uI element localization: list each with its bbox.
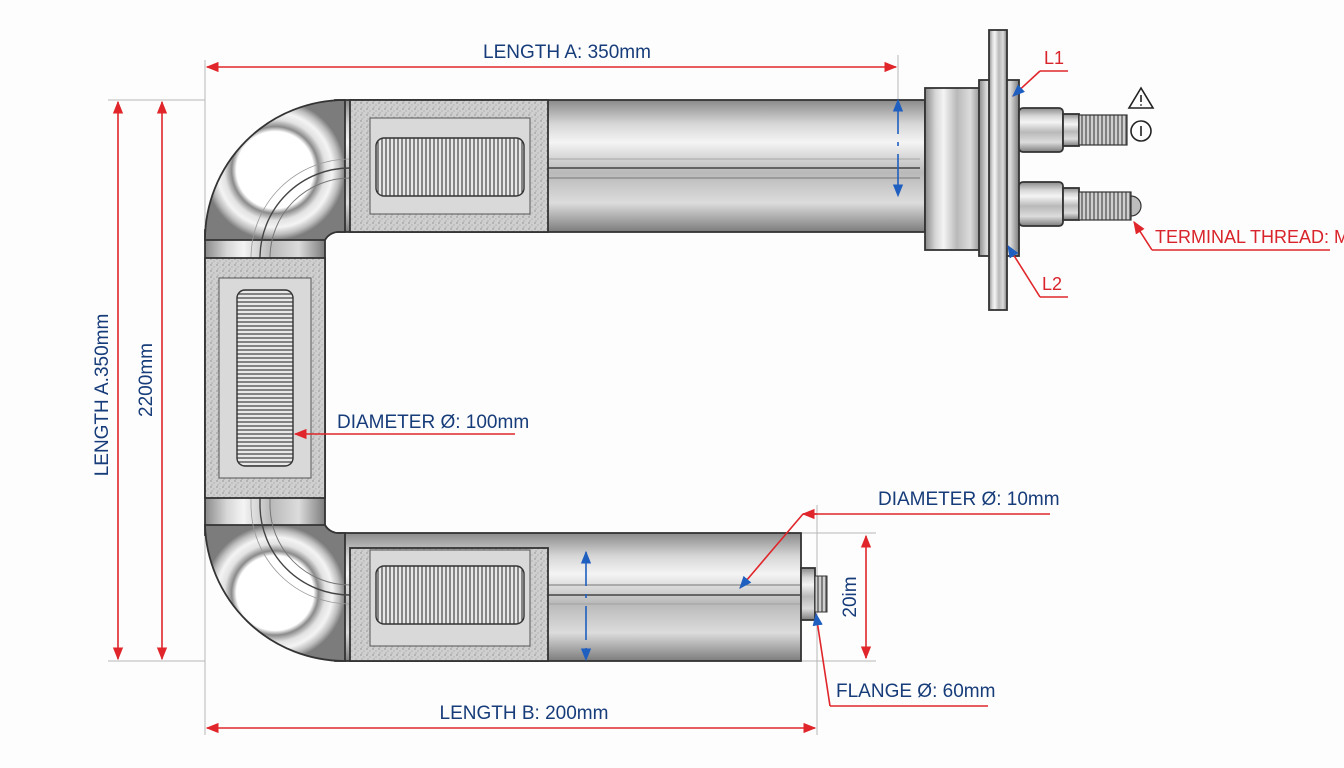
diameter-main-label: DIAMETER Ø: 100mm bbox=[337, 412, 529, 433]
height-label: 2200mm bbox=[136, 343, 157, 417]
terminal-thread-callout: TERMINAL THREAD: M4 bbox=[1133, 220, 1344, 251]
dimension-depth: 20im bbox=[840, 534, 872, 660]
diameter-main-callout: DIAMETER Ø: 100mm bbox=[293, 412, 529, 440]
flange-label: FLANGE Ø: 60mm bbox=[836, 681, 995, 702]
dimension-length-b: LENGTH B: 200mm bbox=[205, 703, 817, 734]
warning-triangle-icon bbox=[1127, 86, 1155, 109]
l2-label: L2 bbox=[1042, 274, 1062, 294]
l1-label: L1 bbox=[1044, 48, 1064, 68]
dimension-height: 2200mm bbox=[136, 100, 168, 661]
l2-callout: L2 bbox=[1007, 244, 1068, 298]
depth-label: 20im bbox=[840, 576, 861, 617]
length-a-top-label: LENGTH A: 350mm bbox=[483, 42, 651, 63]
centerline-markers bbox=[580, 98, 904, 662]
length-b-label: LENGTH B: 200mm bbox=[440, 703, 609, 724]
diameter-small-callout: DIAMETER Ø: 10mm bbox=[739, 489, 1060, 589]
info-circle-icon bbox=[1130, 120, 1152, 142]
tube-end-cap bbox=[800, 567, 828, 621]
dimension-length-a-left: LENGTH A.350mm bbox=[92, 100, 124, 661]
terminal-thread-label: TERMINAL THREAD: M4 bbox=[1155, 227, 1344, 247]
coil-section-bottom bbox=[349, 547, 549, 662]
coil-section-top bbox=[349, 99, 549, 233]
l1-callout: L1 bbox=[1012, 48, 1068, 97]
dimension-length-a-top: LENGTH A: 350mm bbox=[205, 42, 898, 73]
coil-section-left bbox=[204, 257, 326, 499]
flange-assembly bbox=[924, 29, 1142, 311]
diameter-small-label: DIAMETER Ø: 10mm bbox=[878, 489, 1060, 510]
flange-callout: FLANGE Ø: 60mm bbox=[812, 612, 995, 707]
length-a-left-label: LENGTH A.350mm bbox=[92, 314, 113, 477]
